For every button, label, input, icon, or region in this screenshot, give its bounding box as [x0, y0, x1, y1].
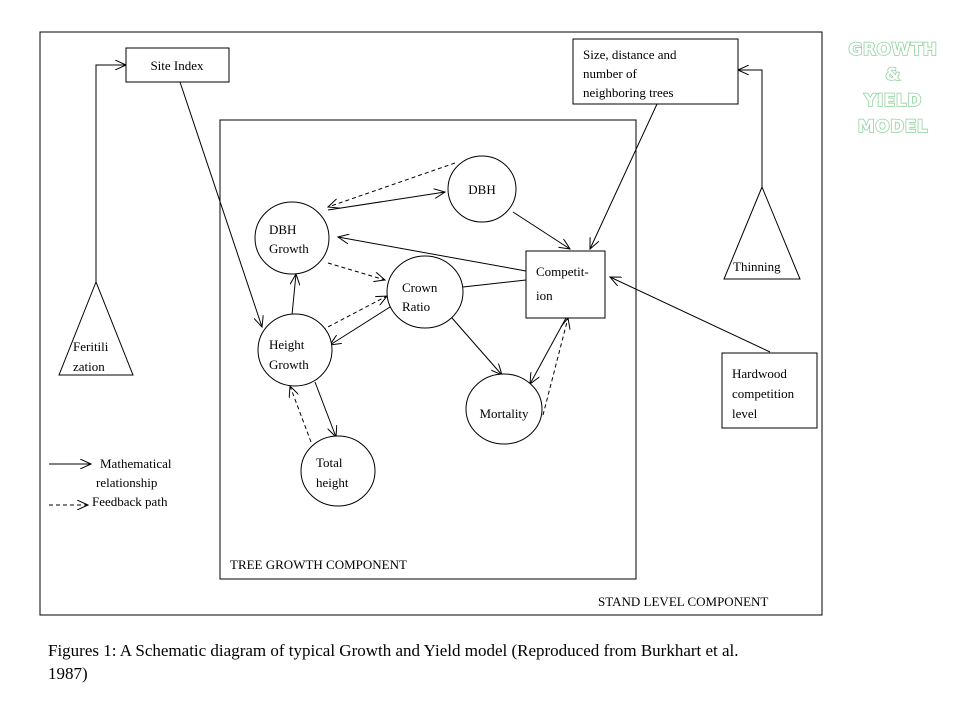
- legend-math-line-1: Mathematical: [100, 456, 172, 471]
- neighbors-label-2: number of: [583, 66, 637, 81]
- line-competition-to-crown-ratio: [462, 279, 527, 288]
- tree-growth-component-box: [219, 119, 637, 580]
- neighbors-label-3: neighboring trees: [583, 85, 674, 100]
- arrow-fertilization-to-site-index: [95, 65, 126, 282]
- thinning-triangle: [723, 185, 801, 280]
- feedback-height-growth-to-crown-ratio: [321, 296, 387, 331]
- fertilization-label-1: Feritili: [73, 339, 109, 354]
- height-growth-node: [257, 313, 333, 387]
- mortality-node: [465, 373, 543, 445]
- total-height-label-2: height: [316, 475, 349, 490]
- dbh-label: DBH: [468, 182, 495, 197]
- crown-ratio-label-2: Ratio: [402, 299, 430, 314]
- fertilization-triangle: [58, 280, 134, 376]
- caption-line-1: Figures 1: A Schematic diagram of typica…: [48, 641, 739, 660]
- height-growth-label-2: Growth: [269, 357, 309, 372]
- height-growth-label-1: Height: [269, 337, 305, 352]
- legend: Mathematical relationship Feedback path: [49, 456, 172, 509]
- fertilization-label-2: zation: [73, 359, 105, 374]
- arrow-crown-ratio-to-mortality: [451, 317, 502, 375]
- dbh-growth-label-2: Growth: [269, 241, 309, 256]
- hardwood-label-3: level: [732, 406, 758, 421]
- tree-growth-label: TREE GROWTH COMPONENT: [230, 557, 407, 572]
- crown-ratio-label-1: Crown: [402, 280, 438, 295]
- arrow-dbh-growth-to-dbh: [327, 192, 445, 211]
- stand-level-label: STAND LEVEL COMPONENT: [598, 594, 768, 609]
- dbh-growth-node: [254, 201, 330, 275]
- logo-line-1: GROWTH: [848, 40, 937, 60]
- feedback-dbh-growth-to-crown-ratio: [327, 262, 385, 280]
- hardwood-label-1: Hardwood: [732, 366, 787, 381]
- arrow-competition-to-dbh-growth: [338, 237, 527, 272]
- dbh-growth-label-1: DBH: [269, 222, 296, 237]
- feedback-mortality-to-competition: [542, 318, 568, 416]
- arrow-hardwood-to-competition: [610, 277, 771, 353]
- crown-ratio-node: [386, 255, 464, 329]
- arrow-site-index-to-height-growth: [179, 81, 262, 327]
- logo-line-4: MODEL: [858, 117, 928, 137]
- logo-line-3: YIELD: [863, 91, 922, 111]
- arrow-neighbors-to-competition: [590, 103, 658, 249]
- competition-box: [525, 250, 606, 319]
- arrow-thinning-to-neighbors: [738, 70, 763, 187]
- stand-level-component-box: [39, 31, 823, 616]
- arrow-crown-ratio-to-height-growth: [330, 306, 391, 345]
- mortality-label: Mortality: [479, 406, 529, 421]
- caption-line-2: 1987): [48, 664, 88, 683]
- total-height-node: [300, 435, 376, 507]
- neighboring-trees-box: [572, 38, 739, 105]
- site-index-box: [125, 47, 230, 83]
- arrow-height-growth-to-dbh-growth: [292, 274, 296, 316]
- logo-line-2: &: [885, 65, 900, 85]
- dbh-node: [447, 155, 517, 223]
- site-index-label: Site Index: [150, 58, 204, 73]
- connectors: [95, 65, 771, 443]
- neighbors-label-1: Size, distance and: [583, 47, 677, 62]
- arrow-height-growth-to-total-height: [314, 381, 336, 437]
- arrow-competition-to-mortality: [530, 317, 567, 384]
- thinning-label: Thinning: [733, 259, 781, 274]
- legend-math-line-2: relationship: [96, 475, 157, 490]
- competition-label-2: ion: [536, 288, 553, 303]
- arrow-dbh-to-competition: [512, 211, 570, 249]
- hardwood-competition-box: [721, 352, 818, 429]
- total-height-label-1: Total: [316, 455, 343, 470]
- competition-label-1: Competit-: [536, 264, 589, 279]
- growth-yield-logo: GROWTH & YIELD MODEL: [848, 39, 938, 138]
- feedback-dbh-to-dbh-growth: [328, 162, 456, 207]
- feedback-total-height-to-height-growth: [290, 386, 312, 443]
- legend-feedback-label: Feedback path: [92, 494, 168, 509]
- hardwood-label-2: competition: [732, 386, 795, 401]
